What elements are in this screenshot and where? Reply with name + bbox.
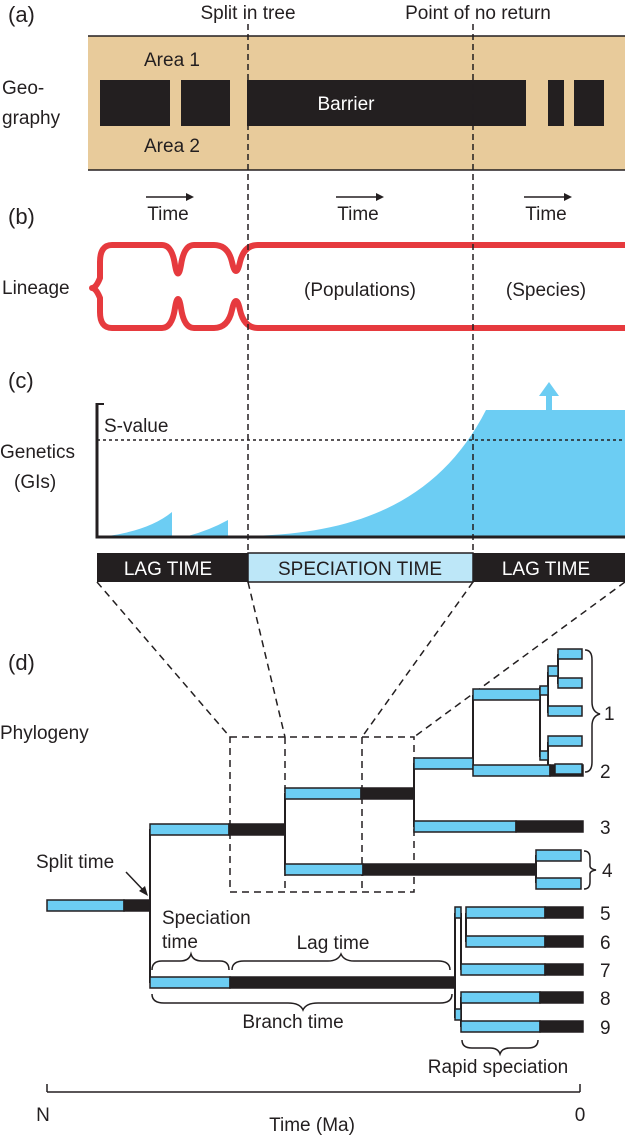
- branch-root-lag: [123, 899, 151, 912]
- point-of-no-return-label: Point of no return: [405, 3, 551, 24]
- speciation-time-brace: [151, 951, 230, 971]
- split-time-label: Split time: [36, 852, 114, 873]
- speciation-time-label: SPECIATION TIME: [278, 559, 442, 580]
- lag-time-annotation: Lag time: [297, 933, 370, 954]
- genetics-row-label-1: Genetics: [0, 442, 75, 463]
- phylogeny-row-label: Phylogeny: [0, 723, 89, 744]
- branch-time-brace: [151, 993, 453, 1012]
- speciation-time-annotation-2: time: [162, 932, 198, 953]
- split-time-arrow: [125, 871, 148, 896]
- lag-time-bar-1: [97, 553, 248, 582]
- geography-row-label-1: Geo-: [2, 78, 44, 99]
- lag-time-bar-2: [473, 553, 625, 582]
- area-2-label: Area 2: [144, 136, 200, 157]
- barrier-segments: [100, 80, 604, 126]
- axis-end-label: 0: [575, 1105, 586, 1126]
- time-label-3: Time: [525, 204, 567, 225]
- tip-label-4: 4: [602, 861, 613, 882]
- barrier-label: Barrier: [317, 94, 375, 115]
- time-axis: [46, 1084, 581, 1093]
- branch-lag-example: [229, 976, 456, 989]
- genetics-axes: [95, 403, 625, 539]
- tree-branches: [46, 648, 584, 1033]
- speciation-time-bar: [247, 552, 474, 583]
- geography-row-label-2: graphy: [2, 108, 61, 129]
- lag-time-label-1: LAG TIME: [124, 559, 212, 580]
- time-arrow-1: Time: [146, 193, 194, 225]
- panel-label-c: (c): [8, 368, 34, 393]
- time-arrow-3: Time: [524, 193, 572, 225]
- genetics-row-label-2: (GIs): [14, 472, 56, 493]
- zoom-connector-lines: [96, 581, 625, 893]
- tip-label-6: 6: [600, 933, 611, 954]
- species-label: (Species): [506, 280, 586, 301]
- panel-label-b: (b): [8, 204, 35, 229]
- tip-label-3: 3: [600, 818, 611, 839]
- s-value-label: S-value: [104, 416, 168, 437]
- time-arrow-2: Time: [336, 193, 384, 225]
- branch-speciation-example: [149, 976, 231, 989]
- genetic-divergence-area: [108, 382, 625, 536]
- axis-title: Time (Ma): [269, 1115, 355, 1136]
- lag-time-brace: [231, 952, 451, 971]
- time-label-1: Time: [147, 204, 189, 225]
- rapid-speciation-brace: [461, 1039, 539, 1057]
- populations-label: (Populations): [304, 280, 416, 301]
- lag-time-label-2: LAG TIME: [502, 559, 590, 580]
- clade-4-brace: [583, 850, 597, 890]
- rapid-speciation-annotation: Rapid speciation: [428, 1057, 568, 1078]
- tip-label-2: 2: [600, 762, 611, 783]
- tip-label-1: 1: [604, 704, 615, 725]
- panel-label-a: (a): [8, 2, 35, 27]
- tip-label-7: 7: [600, 961, 611, 982]
- branch-root-speciation: [46, 899, 125, 912]
- tip-label-5: 5: [600, 904, 611, 925]
- axis-start-label: N: [36, 1105, 50, 1126]
- branch-time-annotation: Branch time: [242, 1012, 343, 1033]
- tip-label-9: 9: [600, 1018, 611, 1039]
- speciation-time-annotation-1: Speciation: [162, 908, 251, 929]
- panel-label-d: (d): [8, 650, 35, 675]
- area-1-label: Area 1: [144, 50, 200, 71]
- tip-label-8: 8: [600, 989, 611, 1010]
- split-in-tree-label: Split in tree: [200, 3, 295, 24]
- lineage-ribbon: [89, 242, 625, 331]
- lineage-row-label: Lineage: [2, 278, 70, 299]
- time-label-2: Time: [337, 204, 379, 225]
- clade-1-brace: [584, 649, 601, 773]
- time-guide-lines: [247, 24, 474, 553]
